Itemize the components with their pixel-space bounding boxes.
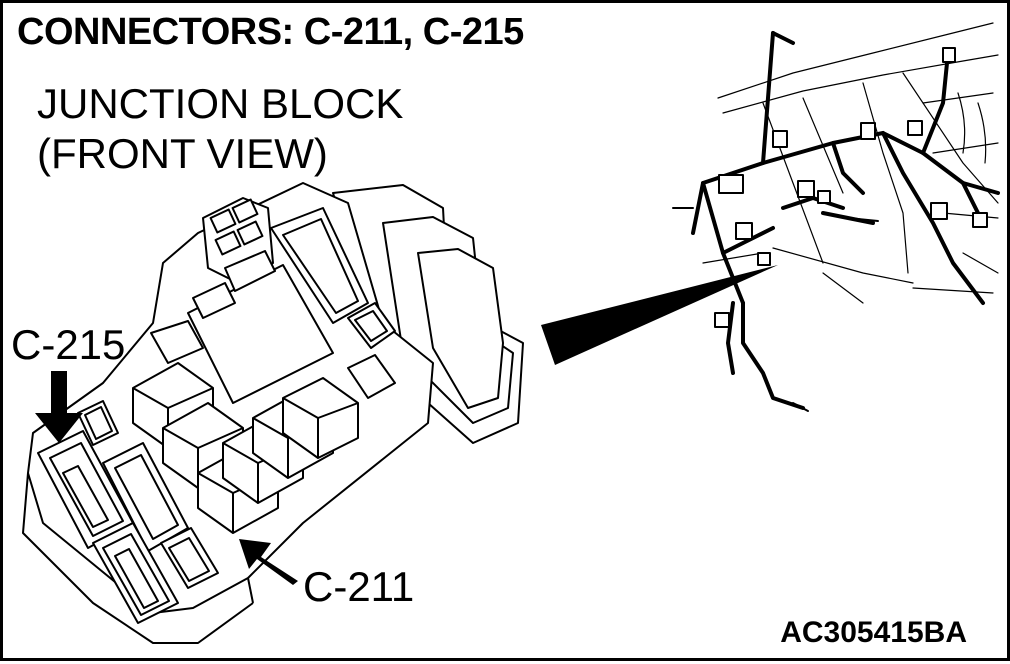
diagram-canvas: [22, 22, 1000, 644]
dashboard-harness-illustration: [672, 22, 1000, 412]
callout-c211: C-211: [303, 563, 415, 610]
diagram-title: CONNECTORS: C-211, C-215: [17, 11, 524, 53]
junction-block-label-line2: (FRONT VIEW): [37, 130, 328, 177]
callout-c215: C-215: [11, 321, 126, 368]
junction-block-illustration: [22, 182, 524, 644]
arrow-icon: [35, 371, 298, 585]
junction-block-label: JUNCTION BLOCK (FRONT VIEW): [37, 79, 403, 179]
pointer-wedge: [541, 265, 778, 365]
figure-code: AC305415BA: [780, 616, 967, 649]
junction-block-label-line1: JUNCTION BLOCK: [37, 80, 404, 127]
